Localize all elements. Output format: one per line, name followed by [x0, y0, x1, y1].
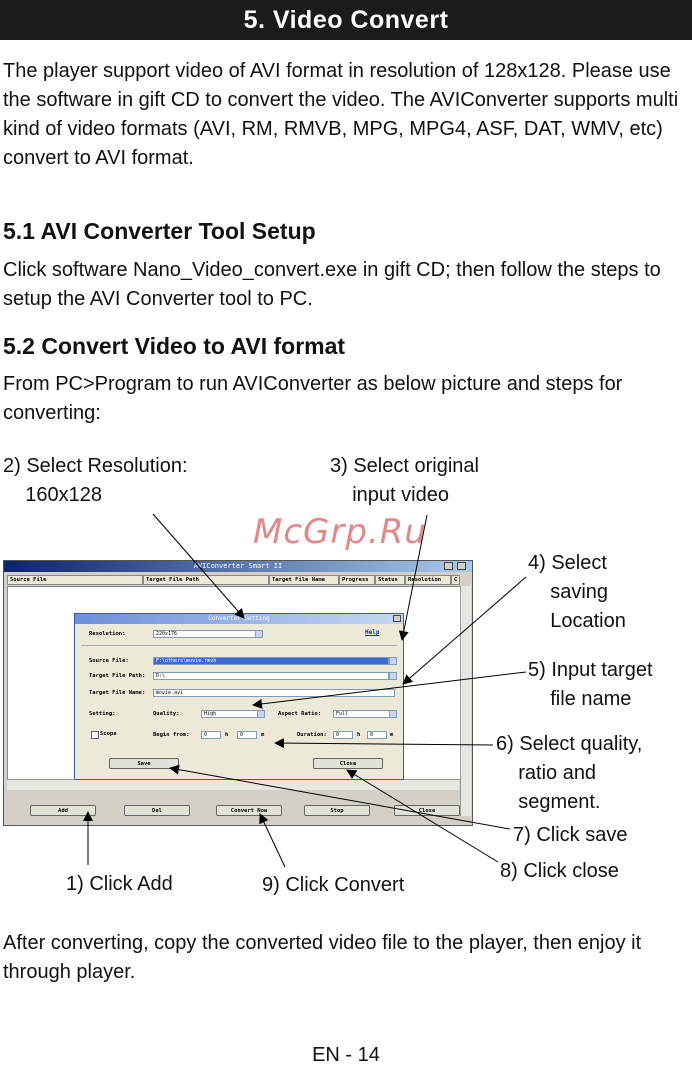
outro-paragraph: After converting, copy the converted vid… — [3, 932, 642, 983]
browse-path-icon — [389, 672, 397, 680]
target-name-field: movie.avi — [153, 689, 395, 697]
setup-paragraph: Click software Nano_Video_convert.exe in… — [3, 259, 661, 310]
callout-target-name: 5) Input target file name — [528, 659, 653, 710]
section-heading-convert: 5.2 Convert Video to AVI format — [3, 333, 346, 359]
callout-select-resolution: 2) Select Resolution: 160x128 — [3, 455, 188, 506]
dialog-save-button: Save — [109, 758, 179, 769]
target-path-field: D:\ — [153, 672, 389, 680]
converter-screenshot: AVIConverter Smart II Source File Target… — [3, 560, 473, 826]
stop-button: Stop — [304, 805, 370, 816]
converter-setting-dialog: Converter Setting Resolution: 220x176 He… — [74, 613, 404, 780]
hour-unit: h — [225, 732, 229, 738]
callout-click-convert: 9) Click Convert — [262, 874, 405, 896]
section-heading-setup: 5.1 AVI Converter Tool Setup — [3, 218, 316, 244]
convert-now-button: Convert Now — [216, 805, 282, 816]
dialog-close-button: Close — [313, 758, 383, 769]
callout-select-quality: 6) Select quality, ratio and segment. — [496, 733, 643, 813]
column-resolution: Resolution — [405, 575, 451, 585]
arrow-convert — [259, 813, 286, 868]
chevron-down-icon — [389, 710, 397, 718]
page-number: EN - 14 — [312, 1044, 380, 1066]
callout-click-add: 1) Click Add — [66, 873, 173, 895]
chevron-down-icon — [255, 630, 263, 638]
browse-source-icon — [389, 657, 397, 665]
minimize-icon — [444, 562, 453, 570]
column-target-name: Target File Name — [269, 575, 339, 585]
del-button: Del — [124, 805, 190, 816]
scope-checkbox — [91, 731, 99, 739]
resolution-label: Resolution: — [89, 631, 126, 637]
watermark: McGrp.Ru — [253, 512, 427, 552]
close-button: Close — [394, 805, 460, 816]
column-status: Status — [375, 575, 405, 585]
callout-click-save: 7) Click save — [513, 824, 628, 846]
chevron-down-icon — [257, 710, 265, 718]
duration-hour-unit: h — [357, 732, 361, 738]
page-title: 5. Video Convert — [0, 0, 692, 40]
arrow-resolution — [152, 513, 245, 619]
help-link: Help — [365, 629, 380, 636]
column-c: C — [451, 575, 460, 585]
column-progress: Progress — [339, 575, 375, 585]
column-target-path: Target File Path — [143, 575, 269, 585]
arrow-input-video — [398, 514, 428, 641]
arrow-saving-location — [402, 576, 527, 685]
duration-minute-unit: m — [390, 732, 394, 738]
duration-hour-field: 0 — [333, 731, 353, 739]
vertical-scrollbar — [460, 586, 471, 816]
target-path-label: Target File Path: — [89, 673, 146, 679]
arrow-close — [346, 769, 499, 863]
callout-select-input: 3) Select original input video — [330, 455, 479, 506]
minute-unit: m — [261, 732, 265, 738]
begin-minute-field: 0 — [237, 731, 257, 739]
divider — [81, 645, 397, 646]
aspect-ratio-label: Aspect Ratio: — [278, 711, 322, 717]
setting-label: Setting: — [89, 711, 116, 717]
callout-select-location: 4) Select saving Location — [528, 552, 626, 632]
window-title: AVIConverter Smart II — [4, 561, 472, 572]
scope-label: Scope — [100, 731, 117, 737]
column-source-file: Source File — [7, 575, 143, 585]
arrow-target-name — [252, 671, 527, 709]
arrow-save — [169, 764, 511, 830]
source-file-label: Source File: — [89, 658, 129, 664]
target-name-label: Target File Name: — [89, 690, 146, 696]
duration-label: Duration: — [297, 732, 327, 738]
callout-click-close: 8) Click close — [500, 860, 619, 882]
close-icon — [457, 562, 466, 570]
duration-minute-field: 0 — [367, 731, 387, 739]
begin-hour-field: 0 — [201, 731, 221, 739]
intro-paragraph: The player support video of AVI format i… — [3, 60, 679, 169]
convert-paragraph: From PC>Program to run AVIConverter as b… — [3, 373, 623, 424]
dialog-close-icon — [393, 615, 401, 622]
arrow-quality — [274, 738, 494, 749]
add-button: Add — [30, 805, 96, 816]
source-file-field: F:\others\movie.rmvb — [153, 657, 389, 665]
begin-from-label: Begin from: — [153, 732, 190, 738]
quality-label: Quality: — [153, 711, 180, 717]
